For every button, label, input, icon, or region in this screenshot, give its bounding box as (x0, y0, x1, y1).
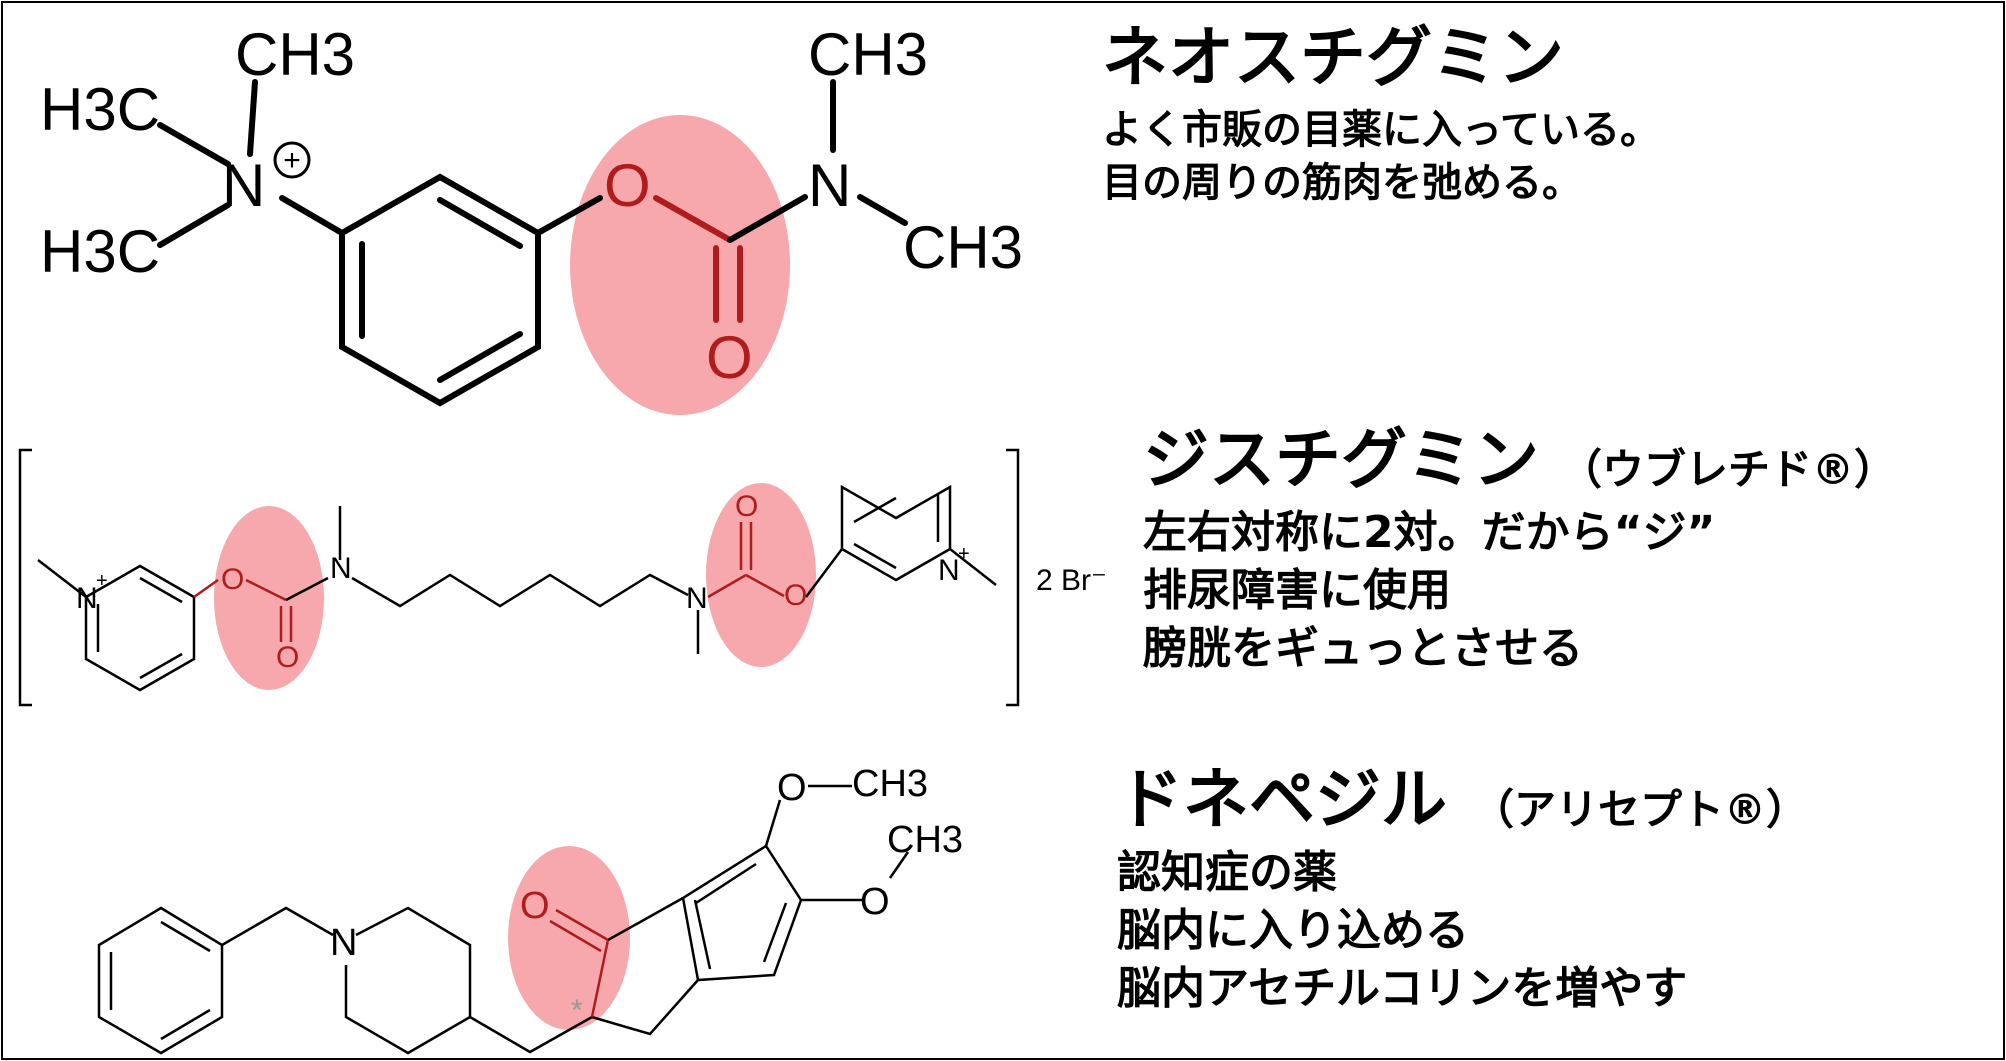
quaternary-n-label: N (222, 152, 265, 219)
distigmine-title: ジスチグミン (1143, 421, 1539, 498)
donepezil-desc-2: 脳内に入り込める (1117, 905, 1469, 956)
left-carbamate-bonds (193, 578, 293, 642)
distigmine-desc-2: 排尿障害に使用 (1143, 565, 1451, 616)
carbonyl-oxygen-label: O (706, 324, 753, 391)
neostigmine-desc-2: 目の周りの筋肉を弛める。 (1102, 160, 1582, 206)
h3c-lower: H3C (40, 218, 160, 285)
amide-ch3-top: CH3 (808, 21, 928, 88)
amide-nitrogen-label: N (808, 152, 851, 219)
distigmine-brand: （ウブレチド®） (1560, 445, 1896, 494)
carbamate-highlight (570, 115, 790, 415)
neostigmine-desc-1: よく市販の目薬に入っている。 (1102, 107, 1660, 153)
donepezil-brand: （アリセプト®） (1472, 785, 1808, 834)
right-charge: + (958, 543, 970, 565)
donepezil-desc-1: 認知症の薬 (1117, 847, 1337, 898)
bromide-counterion: 2 Br⁻ (1036, 564, 1107, 597)
positive-charge-icon (273, 141, 311, 179)
donepezil-title: ドネペジル (1117, 761, 1447, 838)
salt-brackets (18, 448, 1020, 707)
right-ester-oxygen: O (784, 579, 807, 612)
right-aryl-oxygen-bond (805, 548, 843, 598)
aryl-oxygen-bond (535, 195, 603, 236)
neostigmine-title: ネオスチグミン (1102, 19, 1564, 96)
piperidine-nitrogen: N (330, 922, 357, 964)
left-ester-oxygen: O (221, 563, 244, 596)
right-carbamate-bonds (707, 522, 785, 599)
amide-ch3-right: CH3 (903, 214, 1023, 281)
ketone-bonds (549, 908, 610, 1018)
benzene-ring (339, 173, 541, 407)
carbamate-bonds (653, 195, 743, 323)
benzyl-ring (97, 906, 224, 1055)
ester-oxygen-label: O (604, 152, 651, 219)
right-pyridinium-n: N (938, 554, 960, 587)
donepezil-text: ドネペジル （アリセプト®） 認知症の薬 脳内に入り込める 脳内アセチルコリンを… (1117, 761, 1808, 1014)
left-carbamate-highlight (214, 506, 324, 690)
right-carbamate-highlight (706, 483, 816, 667)
distigmine-desc-3: 膀胱をギュっとさせる (1142, 623, 1583, 674)
piperidine-and-linker (221, 906, 593, 1055)
neostigmine-text: ネオスチグミン よく市販の目薬に入っている。 目の周りの筋肉を弛める。 (1102, 19, 1660, 206)
right-amide-nitrogen: N (686, 582, 708, 615)
donepezil-desc-3: 脳内アセチルコリンを増やす (1117, 963, 1687, 1014)
methoxy-ch3-top: CH3 (852, 763, 928, 805)
methoxy-oxygen-top: O (777, 767, 807, 809)
right-carbonyl-oxygen: O (735, 490, 758, 523)
left-pyridinium-ring (37, 559, 196, 692)
indanone-five-ring (591, 896, 699, 1036)
hexamethylene-linker (285, 506, 700, 654)
h3c-upper: H3C (40, 76, 160, 143)
ketone-oxygen: O (520, 885, 550, 927)
indanone-benzo-ring (681, 844, 803, 982)
left-pyridinium-n: N (76, 582, 98, 615)
distigmine-desc-1: 左右対称に2対。だから“ジ” (1143, 507, 1715, 558)
methoxy-ch3-bottom: CH3 (887, 819, 963, 861)
methoxy-bonds (764, 784, 910, 902)
ch3-top: CH3 (235, 21, 355, 88)
distigmine-structure: N + O O N N O O N + 2 Br⁻ (18, 448, 1107, 707)
right-pyridinium-ring (840, 484, 997, 586)
donepezil-structure: N O O CH3 O CH3 * (97, 763, 963, 1055)
neostigmine-structure: CH3 H3C H3C N + O O N CH3 CH3 (40, 21, 1023, 415)
distigmine-text: ジスチグミン （ウブレチド®） 左右対称に2対。だから“ジ” 排尿障害に使用 膀… (1142, 421, 1896, 674)
stereocenter-mark: * (571, 994, 583, 1027)
left-amide-nitrogen: N (330, 552, 352, 585)
left-carbonyl-oxygen: O (276, 641, 299, 674)
methoxy-oxygen-bottom: O (860, 881, 890, 923)
amide-bonds (727, 79, 908, 243)
quaternary-ammonium-bonds (157, 79, 345, 248)
left-charge: + (96, 570, 108, 592)
positive-charge-sign: + (283, 144, 301, 177)
